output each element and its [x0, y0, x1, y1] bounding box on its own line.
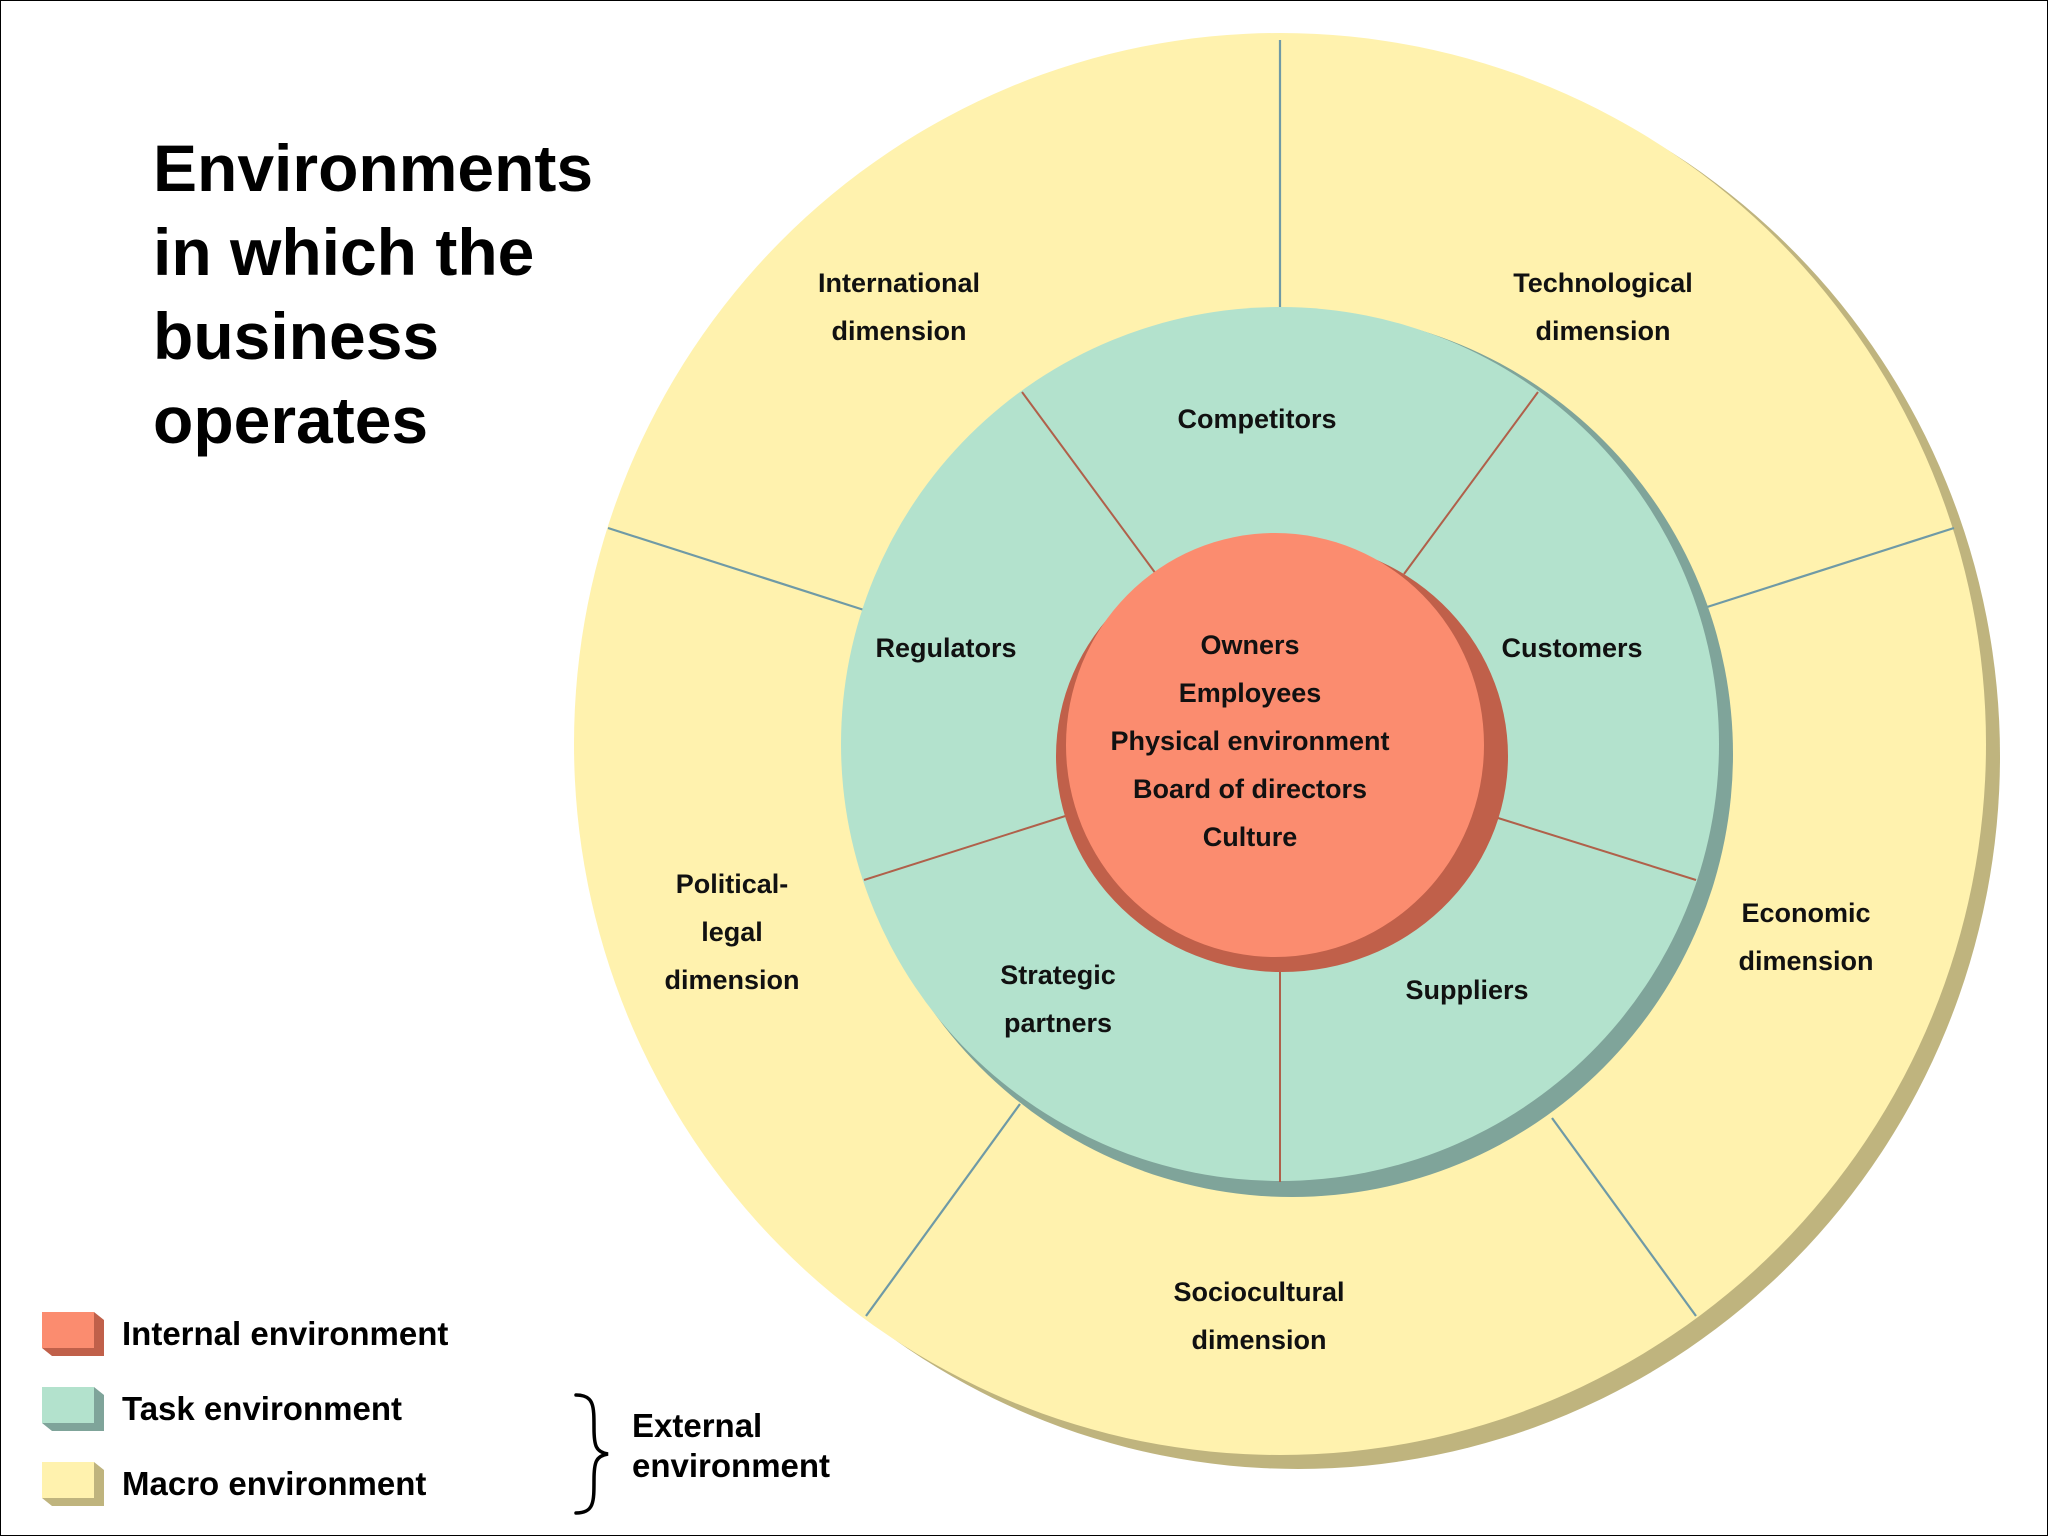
internal-item-employees: Employees	[1178, 678, 1322, 708]
internal-circle	[1066, 533, 1484, 957]
title-line: business	[153, 299, 440, 373]
macro-label-international: International dimension	[817, 268, 981, 346]
macro-divider-upper-right	[1703, 526, 1955, 610]
task-label-strategic-partners: Strategic partners	[1000, 960, 1116, 1038]
legend-swatch-internal	[42, 1312, 104, 1356]
macro-label-technological: Technological dimension	[1513, 268, 1693, 346]
legend-label: Task environment	[122, 1390, 402, 1427]
macro-label-economic: Economic dimension	[1738, 898, 1874, 976]
legend-label: Internal environment	[122, 1315, 449, 1352]
task-divider-upper-right	[1403, 391, 1539, 575]
internal-item-owners: Owners	[1200, 630, 1300, 660]
task-divider-lower-left	[863, 811, 1079, 881]
internal-item-physical-environment: Physical environment	[1110, 726, 1390, 756]
internal-item-board-of-directors: Board of directors	[1132, 774, 1368, 804]
task-dividers	[863, 391, 1697, 1182]
macro-divider-upper-left	[607, 526, 865, 612]
title-line: in which the	[153, 215, 535, 289]
title-line: operates	[153, 383, 429, 457]
legend-swatch-task	[42, 1387, 104, 1431]
macro-divider-lower-right	[1551, 1117, 1697, 1317]
macro-label-political-legal: Political- legal dimension	[664, 869, 800, 995]
task-label-competitors: Competitors	[1177, 404, 1337, 434]
brace-icon	[574, 1393, 609, 1515]
task-divider-upper-left	[1021, 391, 1157, 575]
internal-items: Owners Employees Physical environment Bo…	[1110, 621, 1389, 861]
macro-divider-lower-left	[865, 1103, 1021, 1317]
task-label-regulators: Regulators	[875, 633, 1017, 663]
legend-swatch-macro	[42, 1462, 104, 1506]
macro-label-sociocultural: Sociocultural dimension	[1173, 1277, 1345, 1355]
internal-item-culture: Culture	[1202, 822, 1298, 852]
task-divider-lower-right	[1497, 817, 1697, 881]
external-environment-label: External environment	[632, 1407, 831, 1484]
title-line: Environments	[153, 131, 594, 205]
macro-dividers	[607, 40, 1955, 1317]
task-label-customers: Customers	[1501, 633, 1643, 663]
legend-label: Macro environment	[122, 1465, 427, 1502]
task-label-suppliers: Suppliers	[1405, 975, 1529, 1005]
page-title: Environments in which the business opera…	[153, 126, 673, 462]
